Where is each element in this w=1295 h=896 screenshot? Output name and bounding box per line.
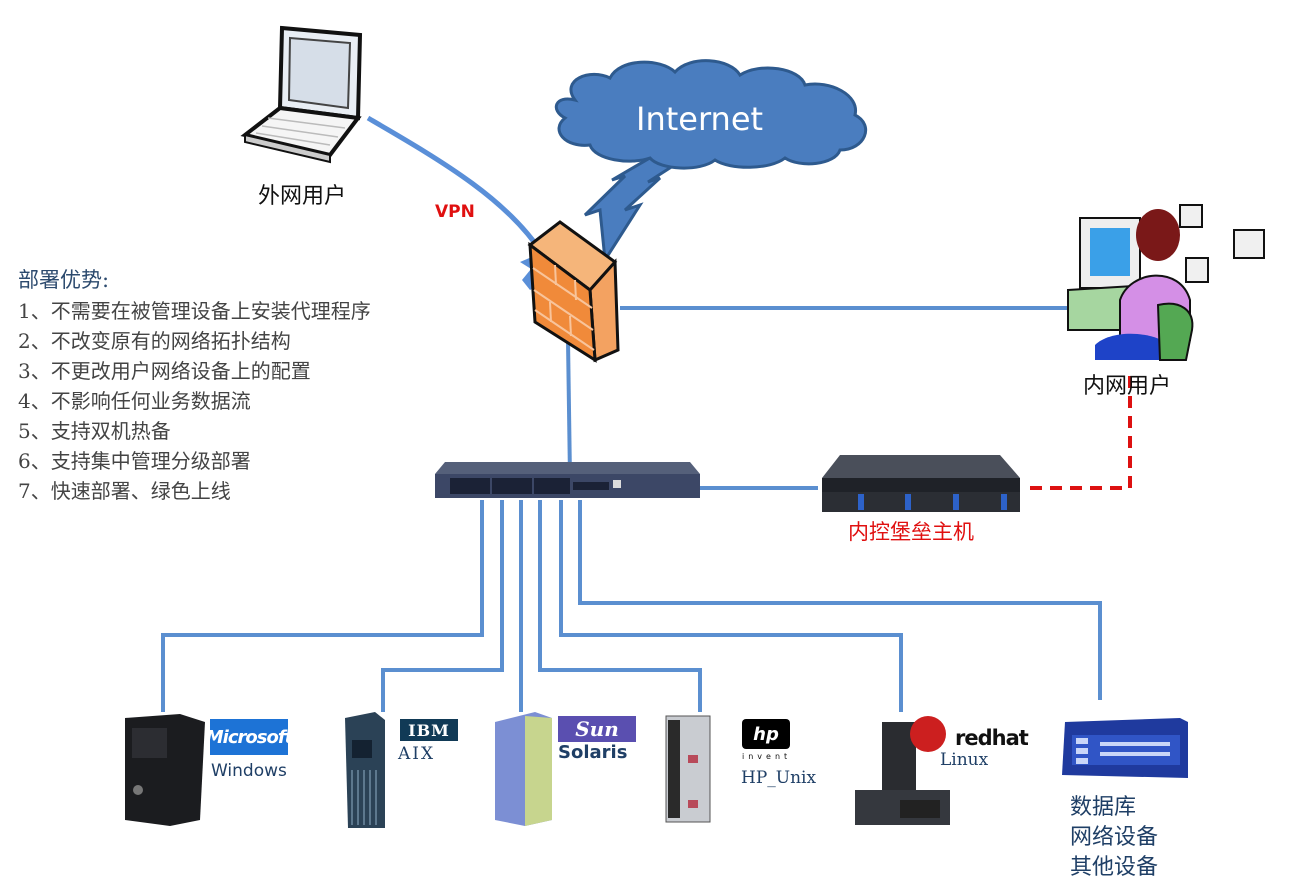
solaris-server-icon — [495, 712, 552, 826]
link-switch-hpunix — [538, 500, 702, 712]
hpunix-label: HP_Unix — [741, 768, 817, 788]
linux-server-icon — [855, 716, 950, 825]
bastion-server-icon — [822, 455, 1020, 512]
other-device-item: 其他设备 — [1070, 855, 1159, 880]
advantages-list: 1、不需要在被管理设备上安装代理程序 2、不改变原有的网络拓扑结构 3、不更改用… — [18, 296, 371, 506]
vpn-label: VPN — [435, 202, 475, 222]
internet-label: Internet — [636, 100, 764, 138]
internal-user-icon — [1067, 204, 1265, 361]
external-user-label: 外网用户 — [258, 184, 347, 209]
advantage-item: 1、不需要在被管理设备上安装代理程序 — [18, 299, 371, 323]
advantage-item: 4、不影响任何业务数据流 — [18, 389, 251, 413]
ibm-logo-text: IBM — [408, 720, 450, 740]
hp-logo-icon: hp — [742, 719, 790, 749]
ibm-logo-icon: IBM — [400, 719, 458, 741]
aix-server-icon — [345, 712, 385, 828]
link-switch-aix — [381, 500, 504, 712]
network-device-icon — [1062, 718, 1188, 778]
windows-tower-icon — [125, 714, 205, 826]
bastion-host-label: 内控堡垒主机 — [848, 520, 974, 544]
hpunix-blade-icon — [665, 715, 711, 823]
microsoft-logo-icon: Microsoft — [206, 719, 293, 755]
link-bastion-internal-user — [1030, 370, 1132, 490]
link-switch-other — [578, 500, 1102, 700]
microsoft-logo-text: Microsoft — [205, 726, 294, 748]
advantage-item: 2、不改变原有的网络拓扑结构 — [18, 329, 291, 353]
link-firewall-switch — [566, 339, 572, 479]
other-device-item: 网络设备 — [1070, 825, 1159, 850]
linux-label: Linux — [940, 750, 989, 770]
advantage-item: 3、不更改用户网络设备上的配置 — [18, 359, 311, 383]
switch-icon — [435, 462, 700, 498]
advantage-item: 6、支持集中管理分级部署 — [18, 449, 251, 473]
link-switch-windows — [161, 500, 484, 712]
internal-user-label: 内网用户 — [1083, 374, 1172, 399]
internet-cloud-icon — [554, 59, 868, 265]
windows-label: Windows — [211, 761, 287, 781]
other-device-item: 数据库 — [1070, 795, 1137, 820]
sun-logo-text: Sun — [575, 717, 619, 741]
advantage-item: 7、快速部署、绿色上线 — [18, 479, 231, 503]
advantage-item: 5、支持双机热备 — [18, 419, 171, 443]
link-switch-linux — [559, 500, 903, 712]
firewall-icon — [527, 220, 620, 363]
hp-invent-text: invent — [742, 752, 792, 761]
other-devices-list: 数据库 网络设备 其他设备 — [1070, 793, 1158, 883]
laptop-icon — [240, 25, 363, 164]
solaris-label: Solaris — [558, 742, 628, 763]
aix-label: AIX — [398, 744, 436, 764]
advantages-title: 部署优势: — [18, 268, 110, 292]
redhat-logo-text: redhat — [955, 726, 1029, 750]
sun-logo-icon: Sun — [558, 716, 636, 742]
hp-logo-text: hp — [753, 723, 779, 745]
